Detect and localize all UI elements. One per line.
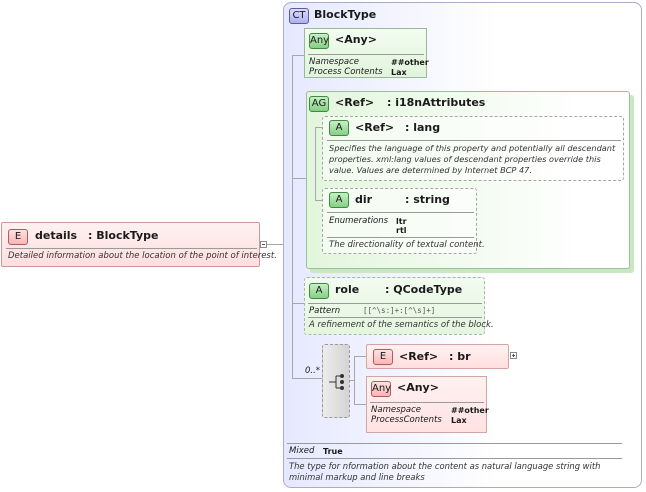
br-ref: <Ref>	[399, 350, 439, 363]
role-name: role	[335, 283, 360, 296]
any-name: <Any>	[335, 33, 377, 46]
connector	[267, 244, 283, 245]
lang-ref: <Ref>	[355, 121, 395, 134]
connector	[350, 380, 355, 381]
details-element[interactable]: E details : BlockType Detailed informati…	[1, 222, 277, 267]
any-name: <Any>	[397, 381, 439, 394]
pattern-label: Pattern	[309, 306, 341, 316]
separator	[287, 458, 622, 459]
dir-description: The directionality of textual content.	[329, 240, 485, 250]
namespace-label: Namespace	[371, 405, 422, 415]
separator	[327, 140, 621, 141]
element-badge: E	[373, 349, 393, 365]
connector	[315, 200, 322, 201]
separator	[308, 303, 482, 304]
connector	[292, 378, 322, 379]
attribute-group-ref: <Ref>	[335, 96, 375, 109]
process-contents-label: Process Contents	[309, 67, 383, 77]
process-contents-value: Lax	[451, 416, 467, 425]
br-element[interactable]: E <Ref> : br	[366, 344, 509, 369]
complex-type-name: BlockType	[314, 8, 377, 21]
connector	[292, 55, 304, 56]
br-name: : br	[449, 350, 471, 363]
namespace-value: ##other	[391, 58, 429, 67]
role-type: : QCodeType	[385, 283, 463, 296]
process-contents-value: Lax	[391, 68, 407, 77]
dir-attribute[interactable]: A dir : string Enumerations ltr rtl The …	[322, 188, 485, 254]
details-name: details	[35, 229, 78, 242]
mixed-label: Mixed	[289, 446, 315, 456]
role-description: A refinement of the semantics of the blo…	[309, 320, 494, 330]
dir-type: : string	[405, 193, 450, 206]
connector	[315, 127, 322, 128]
connector	[354, 356, 366, 357]
separator	[308, 54, 424, 55]
mixed-value: True	[323, 447, 343, 456]
separator	[6, 248, 257, 249]
connector	[292, 178, 306, 179]
connector	[354, 404, 366, 405]
any-wildcard[interactable]: Any <Any> Namespace ##other Process Cont…	[304, 28, 429, 78]
complex-type-badge: CT	[289, 8, 309, 24]
process-contents-label: ProcessContents	[371, 415, 442, 425]
any-wildcard[interactable]: Any <Any> Namespace ##other ProcessConte…	[366, 376, 489, 433]
attribute-badge: A	[329, 120, 349, 136]
lang-description: Specifies the language of this property …	[329, 143, 616, 175]
dir-name: dir	[355, 193, 373, 206]
separator	[327, 237, 474, 238]
element-badge: E	[8, 229, 28, 245]
separator	[370, 402, 484, 403]
expand-toggle[interactable]	[510, 352, 517, 359]
details-type: : BlockType	[88, 229, 159, 242]
enum-value: ltr	[396, 217, 407, 226]
attribute-badge: A	[309, 283, 329, 299]
pattern-value: [[^\s:]+:[^\s]+]	[363, 306, 436, 315]
complex-type-description: The type for nformation about the conten…	[289, 461, 601, 482]
any-badge: Any	[309, 33, 329, 49]
enumerations-label: Enumerations	[329, 216, 389, 226]
attribute-group-name: : i18nAttributes	[387, 96, 486, 109]
lang-name: : lang	[405, 121, 441, 134]
details-description: Detailed information about the location …	[8, 251, 277, 261]
role-attribute[interactable]: A role : QCodeType Pattern [[^\s:]+:[^\s…	[304, 277, 494, 335]
separator	[308, 317, 482, 318]
choice-compositor[interactable]	[322, 344, 350, 418]
separator	[287, 443, 622, 444]
namespace-label: Namespace	[309, 57, 360, 67]
attribute-group-badge: AG	[309, 96, 329, 112]
any-badge: Any	[371, 381, 391, 397]
choice-cardinality: 0..*	[305, 366, 321, 376]
collapse-toggle[interactable]	[260, 241, 267, 248]
attribute-badge: A	[329, 192, 349, 208]
connector	[292, 303, 304, 304]
sequence-spine	[292, 55, 293, 379]
group-spine	[315, 127, 316, 201]
lang-attribute[interactable]: A <Ref> : lang Specifies the language of…	[322, 116, 624, 181]
choice-icon	[329, 374, 344, 390]
enum-value: rtl	[396, 226, 407, 235]
separator	[327, 212, 474, 213]
namespace-value: ##other	[451, 406, 489, 415]
